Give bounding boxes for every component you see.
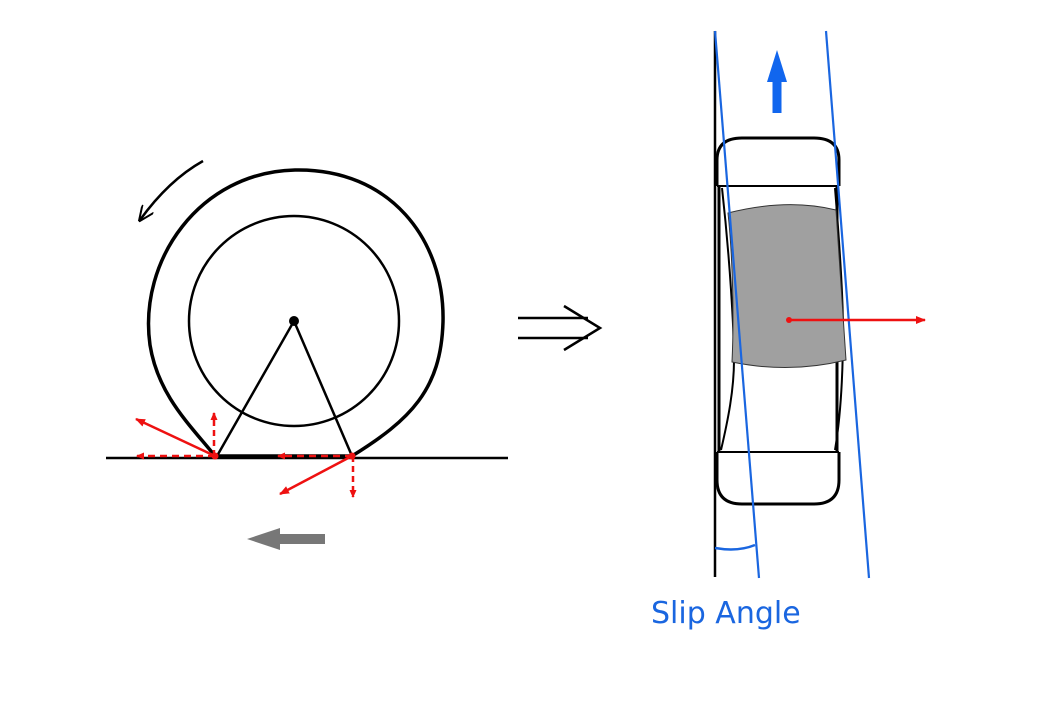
hub-point xyxy=(289,316,299,326)
slip-angle-arc xyxy=(714,543,756,551)
contact-patch xyxy=(727,204,847,369)
contact-triangle xyxy=(215,318,354,457)
front-contact-forces xyxy=(277,452,357,498)
tire-outer-outline xyxy=(146,168,445,458)
slip-angle-label: Slip Angle xyxy=(651,596,801,631)
rear-contact-point xyxy=(211,452,219,460)
rear-contact-forces xyxy=(135,412,219,460)
travel-direction-line-right xyxy=(824,30,871,579)
travel-direction-line-left xyxy=(713,30,761,579)
top-view xyxy=(713,30,926,579)
force-arrow-rear-resultant xyxy=(135,417,216,458)
force-arrow-front-resultant xyxy=(279,454,353,496)
implies-arrow-icon xyxy=(518,304,603,352)
travel-direction-arrow xyxy=(767,50,787,113)
ground-motion-arrow xyxy=(247,528,325,550)
rim-circle xyxy=(187,214,401,428)
lateral-force-origin xyxy=(786,317,792,323)
rotation-arrow xyxy=(140,159,204,220)
side-view xyxy=(106,159,508,550)
front-contact-point xyxy=(348,452,356,460)
